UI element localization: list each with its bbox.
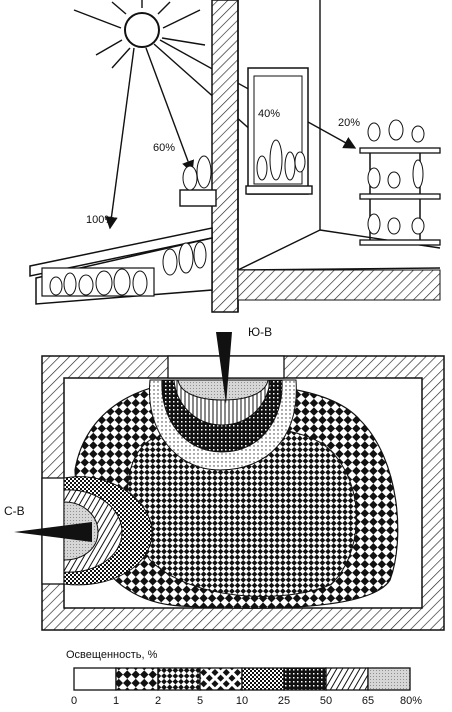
legend-tick-0: 0: [70, 695, 78, 707]
legend-tick-1: 1: [112, 695, 120, 707]
legend-tick-2: 2: [154, 695, 162, 707]
label-window-light: 40%: [258, 108, 281, 120]
legend-scale: [73, 667, 411, 691]
legend-tick-3: 5: [196, 695, 204, 707]
legend-tick-6: 50: [319, 695, 333, 707]
arrow-north-east: [14, 522, 92, 542]
legend-tick-7: 65: [361, 695, 375, 707]
arrow-south-east: [216, 332, 232, 404]
sun-icon: [73, 0, 206, 69]
label-north-east: С-В: [4, 504, 25, 518]
label-sill-light: 60%: [153, 142, 176, 154]
room-floor: [237, 269, 441, 301]
house-wall: [211, 0, 239, 313]
plant-shelf: [359, 119, 441, 246]
floor-plan: [14, 332, 445, 631]
balcony-planter: [29, 227, 213, 305]
label-south-east: Ю-В: [248, 325, 273, 339]
sill-planter: [179, 155, 217, 207]
window-frame: [245, 67, 313, 195]
label-shelf-light: 20%: [338, 117, 361, 129]
legend-title: Освещенность, %: [66, 649, 158, 661]
legend-tick-4: 10: [235, 695, 249, 707]
zone-80-se: [177, 379, 269, 401]
legend-tick-5: 25: [277, 695, 291, 707]
legend-tick-8: 80%: [399, 695, 423, 707]
label-direct-light: 100%: [86, 214, 115, 226]
